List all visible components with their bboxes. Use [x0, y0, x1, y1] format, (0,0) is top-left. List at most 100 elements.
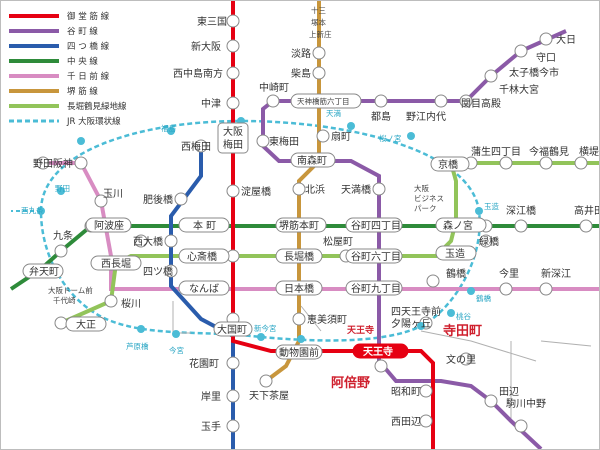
label-tamatsukuri-jr: 玉造: [484, 201, 499, 211]
label-tsuruhashi: 鶴橋: [446, 267, 466, 280]
label-tanimachi-4: 谷町四丁目: [351, 220, 401, 232]
label-shinfukae: 新深江: [541, 267, 571, 280]
jr-station-markers: [37, 117, 483, 343]
label-kishinosato: 岸里: [201, 391, 221, 403]
label-sakaisuji-hommachi: 堺筋本町: [279, 219, 319, 232]
label-noe-uchindai: 野江内代: [406, 110, 446, 123]
legend-label-nagahori: 長堀鶴見緑地線: [67, 101, 127, 112]
label-hommachi: 本 町: [193, 219, 216, 232]
label-higashi-mikuni: 東三国: [197, 15, 227, 28]
label-morinomiya: 森ノ宮: [443, 219, 473, 232]
label-shin-osaka: 新大阪: [191, 40, 221, 53]
label-tamade: 玉手: [201, 420, 221, 433]
label-tsukamoto: 塚本: [311, 17, 326, 27]
label-dome-2: 千代崎: [53, 295, 76, 305]
label-tamagawa: 玉川: [103, 189, 123, 200]
label-taishibashi: 太子橋今市: [509, 66, 559, 79]
jr-loop-line: [11, 119, 481, 342]
label-dainichi: 大日: [556, 33, 576, 46]
label-higobashi: 肥後橋: [143, 193, 173, 206]
label-tsuruhashi-jr: 鶴橋: [476, 293, 491, 303]
label-shitennoji-1: 四天王寺前: [391, 305, 441, 318]
label-tamatsukuri: 玉造: [445, 247, 465, 260]
label-taisho: 大正: [76, 318, 96, 331]
label-tennoji-box: 天王寺: [363, 345, 393, 358]
label-namba: なんば: [189, 283, 219, 295]
label-midoribashi: 緑橋: [479, 235, 499, 248]
label-ebisucho: 恵美須町: [307, 313, 347, 326]
label-imazato: 今里: [499, 267, 519, 280]
label-nagahoribashi: 長堀橋: [284, 250, 314, 263]
label-nishinagahori: 西長堀: [101, 258, 131, 270]
label-nakazakicho: 中崎町: [259, 81, 289, 94]
label-dobutsuen: 動物園前: [279, 346, 319, 359]
label-matsuyamachi: 松屋町: [323, 235, 353, 248]
label-senbayashi: 千林大宮: [499, 83, 539, 96]
label-abeno: 阿倍野: [331, 375, 370, 391]
legend-label-jr-loop: JR 大阪環状線: [66, 116, 121, 127]
label-nakatsu: 中津: [201, 97, 221, 110]
label-kamishinjo: 上新庄: [309, 29, 332, 39]
label-umeda-2: 梅田: [223, 138, 243, 151]
label-nishinakajima: 西中島南方: [173, 67, 223, 80]
label-fuminosato: 文の里: [446, 353, 476, 366]
label-nishi-ohashi: 西大橋: [133, 235, 163, 248]
label-tanabe: 田辺: [499, 386, 519, 398]
label-fukushima: 福島: [161, 123, 176, 133]
label-shitennoji-2: 夕陽ヶ丘: [391, 318, 431, 330]
label-imafuku: 今福鶴見: [529, 145, 569, 158]
label-nodahanshin: 野田阪神: [33, 157, 73, 170]
label-nishitanabe: 西田辺: [391, 416, 421, 428]
midosuji-line: [231, 1, 435, 449]
label-miyakojima: 都島: [371, 110, 391, 123]
legend-label-sakaisuji: 堺 筋 線: [67, 86, 98, 97]
label-tanimachi-9: 谷町九丁目: [351, 283, 401, 295]
legend-label-sennichimae: 千 日 前 線: [67, 71, 110, 82]
label-kujo: 九条: [53, 229, 73, 242]
legend-label-midosuji: 御 堂 筋 線: [67, 11, 110, 22]
label-sakuragawa: 桜川: [121, 297, 141, 310]
label-umeda-1: 大阪: [223, 125, 243, 138]
label-nishi-umeda: 西梅田: [181, 140, 211, 153]
label-dome-1: 大阪ドーム前: [48, 285, 93, 295]
label-yotsubashi: 四ツ橋: [143, 265, 173, 278]
label-juso: 十三: [311, 5, 326, 15]
station-boxes: [22, 93, 487, 360]
label-nishikujo: 西九条: [21, 205, 44, 215]
label-minami-morimachi: 南森町: [297, 154, 327, 167]
label-teradacho: 寺田町: [443, 323, 482, 339]
label-gamo: 蒲生四丁目: [471, 145, 521, 158]
label-bentencho: 弁天町: [29, 265, 59, 278]
label-obp-3: パーク: [414, 204, 437, 213]
label-komagawa: 駒川中野: [506, 397, 546, 410]
label-shin-imamiya: 新今宮: [254, 323, 277, 333]
label-obp-1: 大阪: [414, 183, 429, 193]
station-labels: 東三国 新大阪 西中島南方 中津 大阪 梅田 西梅田 淀屋橋 本 町 心斎橋 な…: [21, 5, 599, 433]
label-noda: 野田: [55, 184, 70, 193]
legend-label-tanimachi: 谷 町 線: [67, 26, 98, 37]
label-temma: 天満: [326, 109, 341, 118]
legend-label-chuo: 中 央 線: [67, 56, 98, 67]
label-ogimachi: 扇町: [331, 130, 351, 143]
label-takaida: 高井田: [574, 204, 599, 217]
label-fukaebashi: 深江橋: [506, 204, 536, 217]
label-shinsaibashi: 心斎橋: [187, 250, 217, 263]
tennoji-hub-box: [352, 343, 409, 359]
label-sekime: 関目高殿: [461, 97, 501, 110]
label-tennoji-red: 天王寺: [347, 324, 374, 336]
label-obp-2: ビジネス: [414, 194, 444, 203]
label-daikokucho: 大国町: [217, 323, 247, 336]
yotsubashi-line: [169, 146, 235, 449]
label-higashi-umeda: 東梅田: [269, 135, 299, 148]
label-yokozutsumi: 横堤: [579, 145, 599, 158]
label-sakuranomiya: 桜ノ宮: [379, 133, 402, 143]
label-ashiharabashi: 芦原橋: [126, 341, 149, 351]
label-awaji: 淡路: [291, 47, 311, 60]
label-nipponbashi: 日本橋: [284, 282, 314, 295]
label-hanazono: 花園町: [189, 357, 219, 370]
label-imamiya: 今宮: [169, 345, 184, 355]
label-showacho: 昭和町: [391, 386, 421, 398]
label-tenga-chaya: 天下茶屋: [249, 389, 289, 402]
label-kyobashi: 京橋: [438, 158, 458, 171]
